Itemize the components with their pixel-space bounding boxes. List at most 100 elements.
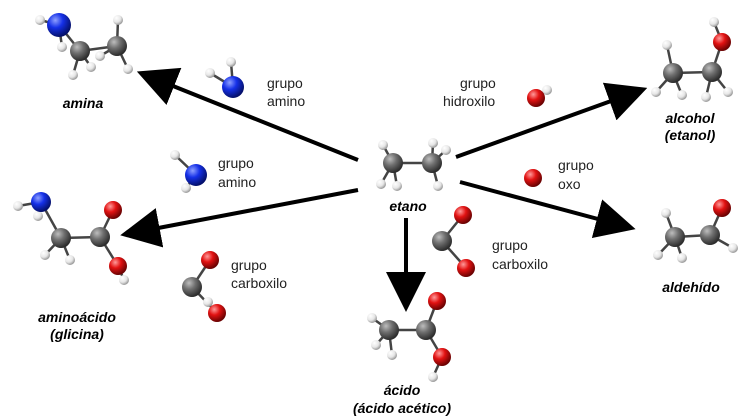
arrow-to-aminoacido	[120, 188, 359, 248]
hydrogen-atom	[651, 87, 661, 97]
hydrogen-atom	[181, 183, 191, 193]
hydrogen-atom	[35, 15, 45, 25]
group-amino-top-l2: amino	[267, 93, 305, 109]
hydrogen-atom	[661, 208, 671, 218]
group-carboxilo-center-l1: grupo	[492, 237, 528, 253]
carbon-atom	[70, 41, 90, 61]
hydrogen-atom	[677, 253, 687, 263]
molecule-alcohol	[651, 17, 733, 102]
label-aminoacido: aminoácido	[38, 309, 116, 325]
hydrogen-atom	[542, 85, 552, 95]
group-amino-mid-l1: grupo	[218, 155, 254, 171]
hydrogen-atom	[433, 181, 443, 191]
oxygen-atom	[104, 201, 122, 219]
hydrogen-atom	[65, 255, 75, 265]
hydrogen-atom	[119, 275, 129, 285]
hydrogen-atom	[86, 62, 96, 72]
hydrogen-atom	[40, 250, 50, 260]
molecule-amina	[35, 13, 133, 80]
label-etano: etano	[389, 198, 427, 214]
hydrogen-atom	[13, 201, 23, 211]
hydrogen-atom	[728, 243, 738, 253]
carbon-atom	[422, 153, 442, 173]
nitrogen-atom	[47, 13, 71, 37]
hydrogen-atom	[113, 15, 123, 25]
hydrogen-atom	[170, 150, 180, 160]
reaction-arrows	[120, 67, 648, 312]
group-oxo-l2: oxo	[558, 176, 581, 192]
label-alcohol: alcohol	[665, 110, 715, 126]
hydrogen-atom	[57, 42, 67, 52]
molecule-aldehido	[653, 199, 738, 263]
hydrogen-atom	[677, 90, 687, 100]
group-hidroxilo-l1: grupo	[460, 75, 496, 91]
oxygen-atom	[454, 206, 472, 224]
group-amino-top-l1: grupo	[267, 75, 303, 91]
label-aminoacido-sub: (glicina)	[50, 326, 104, 342]
hydrogen-atom	[441, 145, 451, 155]
arrow-to-amina	[136, 67, 359, 162]
hydrogen-atom	[662, 40, 672, 50]
carbon-atom	[700, 225, 720, 245]
carbon-atom	[182, 277, 202, 297]
hydrogen-atom	[33, 211, 43, 221]
fragment-carboxilo-left	[182, 251, 226, 322]
oxygen-atom	[201, 251, 219, 269]
hydrogen-atom	[203, 297, 213, 307]
carbon-atom	[663, 63, 683, 83]
group-carboxilo-center-l2: carboxilo	[492, 256, 548, 272]
label-alcohol-sub: (etanol)	[665, 127, 716, 143]
hydrogen-atom	[723, 87, 733, 97]
carbon-atom	[702, 62, 722, 82]
hydrogen-atom	[226, 57, 236, 67]
nitrogen-atom	[185, 164, 207, 186]
hydrogen-atom	[367, 313, 377, 323]
hydrogen-atom	[428, 372, 438, 382]
nitrogen-atom	[222, 76, 244, 98]
group-carboxilo-left-l1: grupo	[231, 257, 267, 273]
hydrogen-atom	[95, 51, 105, 61]
group-hidroxilo-l2: hidroxilo	[443, 93, 495, 109]
molecule-acido	[367, 292, 451, 382]
group-carboxilo-left-l2: carboxilo	[231, 275, 287, 291]
hydrogen-atom	[378, 140, 388, 150]
oxygen-atom	[524, 169, 542, 187]
molecule-aminoacido	[13, 192, 129, 285]
hydrogen-atom	[653, 250, 663, 260]
oxygen-atom	[457, 259, 475, 277]
labels: etano amina aminoácido (glicina) ácido (…	[38, 75, 720, 416]
oxygen-atom	[208, 304, 226, 322]
fragment-amino-top	[205, 57, 244, 98]
label-acido: ácido	[384, 382, 421, 398]
hydrogen-atom	[392, 181, 402, 191]
fragment-oxo	[524, 169, 542, 187]
carbon-atom	[432, 231, 452, 251]
group-oxo-l1: grupo	[558, 157, 594, 173]
oxygen-atom	[428, 292, 446, 310]
carbon-atom	[379, 320, 399, 340]
nitrogen-atom	[31, 192, 51, 212]
carbon-atom	[383, 153, 403, 173]
carbon-atom	[107, 36, 127, 56]
hydrogen-atom	[701, 92, 711, 102]
oxygen-atom	[713, 33, 731, 51]
arrow-to-alcohol	[455, 82, 648, 159]
hydrogen-atom	[387, 350, 397, 360]
hydrogen-atom	[709, 17, 719, 27]
oxygen-atom	[433, 348, 451, 366]
oxygen-atom	[713, 199, 731, 217]
hydrogen-atom	[371, 340, 381, 350]
oxygen-atom	[527, 89, 545, 107]
hydrogen-atom	[68, 70, 78, 80]
oxygen-atom	[109, 257, 127, 275]
label-amina: amina	[63, 95, 104, 111]
label-acido-sub: (ácido acético)	[353, 400, 451, 416]
label-aldehido: aldehído	[662, 279, 720, 295]
group-amino-mid-l2: amino	[218, 174, 256, 190]
fragment-carboxilo-center	[432, 206, 475, 277]
hydrogen-atom	[205, 68, 215, 78]
carbon-atom	[90, 227, 110, 247]
hydrogen-atom	[123, 64, 133, 74]
hydrogen-atom	[428, 138, 438, 148]
